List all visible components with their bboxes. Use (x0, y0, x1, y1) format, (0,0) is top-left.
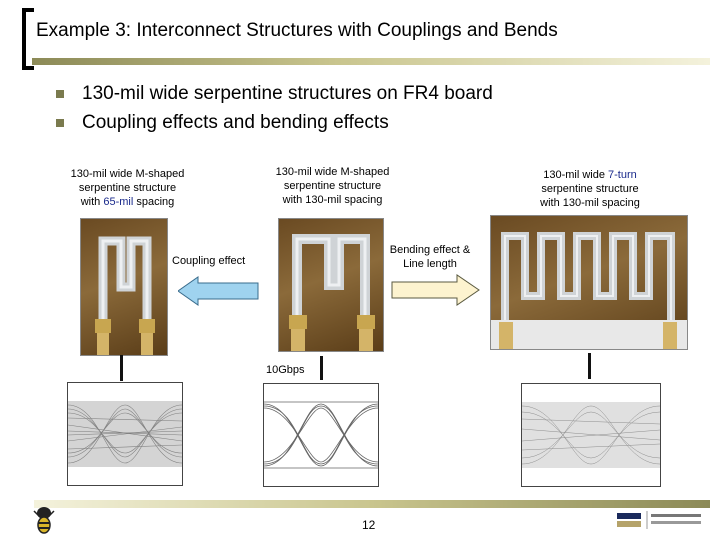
serpentine-trace (95, 236, 155, 355)
photo-7-turn-serpentine (490, 215, 688, 350)
bullet-text-2: Coupling effects and bending effects (82, 112, 389, 133)
caption-right-line2: serpentine structure (541, 183, 639, 195)
caption-right-line3: with 130-mil spacing (540, 197, 640, 209)
bullet-text-1: 130-mil wide serpentine structures on FR… (82, 83, 493, 104)
connector-middle (320, 356, 323, 380)
caption-middle: 130-mil wide M-shaped serpentine structu… (260, 165, 405, 207)
coupling-arrow (178, 276, 259, 306)
caption-left-line3: with 65-mil spacing (80, 196, 175, 208)
bending-label-line2: Line length (403, 258, 457, 270)
eye-diagram-left (67, 382, 183, 486)
caption-middle-line1: 130-mil wide M-shaped (275, 166, 390, 178)
serpentine-trace (289, 234, 375, 351)
bending-effect-label: Bending effect & Line length (380, 243, 480, 271)
caption-left: 130-mil wide M-shaped serpentine structu… (55, 167, 200, 209)
bottom-rule (34, 500, 710, 508)
bending-label-line1: Bending effect & (389, 244, 471, 256)
eye-diagram-middle (263, 383, 379, 487)
bullet-marker (56, 90, 64, 98)
coupling-effect-label: Coupling effect (172, 255, 246, 267)
page-number: 12 (362, 518, 376, 532)
georgia-tech-logo (614, 509, 701, 531)
bending-arrow (391, 274, 480, 306)
eye-diagram-traces-middle (264, 401, 378, 469)
connector-left (120, 355, 123, 381)
eye-diagram-traces-left (68, 401, 182, 467)
photo-m-shaped-65mil (80, 218, 168, 356)
serpentine-trace (491, 232, 687, 349)
slide-title: Example 3: Interconnect Structures with … (36, 20, 558, 41)
connector-right (588, 353, 591, 379)
title-bracket (22, 8, 34, 70)
title-rule (32, 58, 710, 65)
eye-diagram-right (521, 383, 661, 487)
eye-diagram-traces-right (522, 402, 660, 468)
caption-middle-line3: with 130-mil spacing (282, 194, 383, 206)
yellow-jacket-mascot-icon (33, 507, 55, 534)
caption-right: 130-mil wide 7-turn serpentine structure… (520, 168, 660, 210)
caption-left-line2: serpentine structure (78, 182, 177, 194)
caption-left-line1: 130-mil wide M-shaped (70, 168, 185, 180)
photo-m-shaped-130mil (278, 218, 384, 352)
bullet-marker (56, 119, 64, 127)
caption-right-line1: 130-mil wide 7-turn (543, 169, 637, 181)
caption-middle-line2: serpentine structure (283, 180, 382, 192)
rate-label: 10Gbps (266, 364, 305, 376)
